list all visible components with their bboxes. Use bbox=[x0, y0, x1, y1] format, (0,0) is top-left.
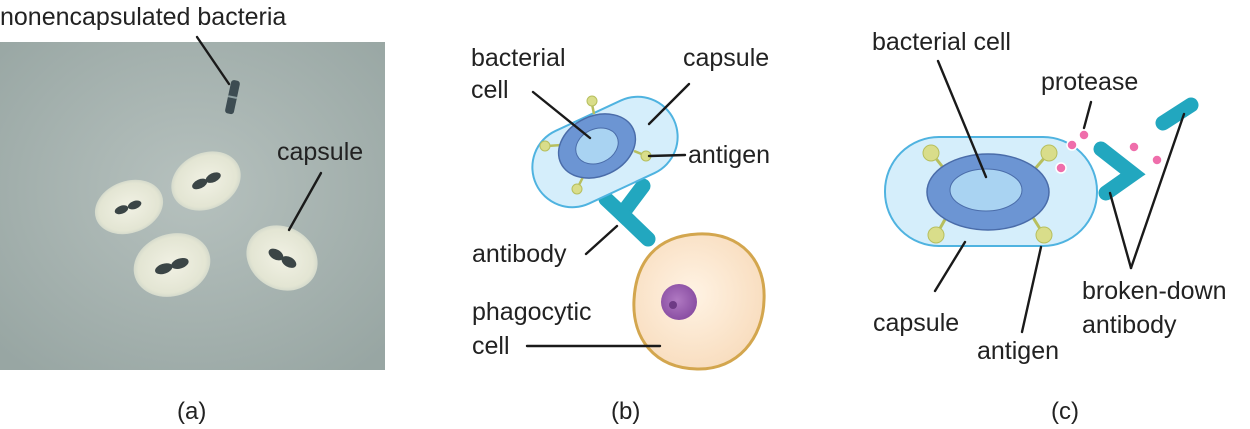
leader-capsule-a bbox=[287, 171, 323, 232]
label-antigen-b: antigen bbox=[688, 141, 770, 169]
antibody-b bbox=[598, 178, 656, 247]
label-nonencapsulated-bacteria: nonencapsulated bacteria bbox=[0, 3, 286, 31]
caption-a: (a) bbox=[177, 398, 206, 425]
leader-capsule-b bbox=[647, 82, 691, 126]
leader-capsule-c bbox=[933, 240, 967, 293]
label-bacterial-cell-b-1: bacterial bbox=[471, 44, 566, 72]
leader-antigen-b bbox=[647, 153, 687, 158]
label-phagocytic-b-1: phagocytic bbox=[472, 298, 592, 326]
label-broken-down-2: antibody bbox=[1082, 311, 1177, 339]
nucleus bbox=[661, 284, 697, 320]
leader-nonencapsulated bbox=[195, 35, 231, 86]
label-phagocytic-b-2: cell bbox=[472, 332, 510, 360]
leader-bacterial-cell-b bbox=[531, 90, 592, 140]
panel-c: bacterial cell protease capsule antigen … bbox=[872, 28, 1227, 425]
leader-bacterial-cell-c bbox=[936, 59, 988, 179]
label-bacterial-cell-b-2: cell bbox=[471, 76, 509, 104]
bacterial-cell-c bbox=[926, 153, 1050, 231]
label-capsule-a: capsule bbox=[277, 138, 363, 166]
antigen-balls-c bbox=[922, 144, 1058, 244]
broken-antibody-c bbox=[1093, 97, 1199, 201]
label-capsule-b: capsule bbox=[683, 44, 769, 72]
leader-protease bbox=[1082, 100, 1093, 130]
label-protease: protease bbox=[1041, 68, 1138, 96]
label-capsule-c: capsule bbox=[873, 309, 959, 337]
leader-antibody-b bbox=[584, 224, 619, 256]
phagocytic-cell bbox=[632, 232, 766, 371]
label-broken-down-1: broken-down bbox=[1082, 277, 1227, 305]
encapsulated-cell-2 bbox=[171, 151, 241, 211]
leader-antigen-c bbox=[1020, 245, 1043, 334]
protease-dots bbox=[1055, 129, 1163, 174]
panel-b: bacterial cell capsule antigen antibody … bbox=[471, 44, 770, 425]
nonencapsulated-bacterium bbox=[225, 80, 240, 115]
bacterial-cell-b bbox=[557, 113, 637, 179]
caption-b: (b) bbox=[611, 398, 640, 425]
encapsulated-cell-1 bbox=[94, 179, 164, 235]
leader-broken-1 bbox=[1108, 191, 1133, 270]
encapsulated-cell-3 bbox=[133, 233, 211, 297]
leader-broken-2 bbox=[1129, 112, 1186, 270]
panel-a: nonencapsulated bacteria capsule (a) bbox=[0, 3, 385, 425]
antigen-balls-b bbox=[539, 95, 652, 195]
label-antigen-c: antigen bbox=[977, 337, 1059, 365]
encapsulated-cell-4 bbox=[246, 225, 318, 291]
label-antibody-b: antibody bbox=[472, 240, 567, 268]
caption-c: (c) bbox=[1051, 398, 1079, 425]
label-bacterial-cell-c: bacterial cell bbox=[872, 28, 1011, 56]
